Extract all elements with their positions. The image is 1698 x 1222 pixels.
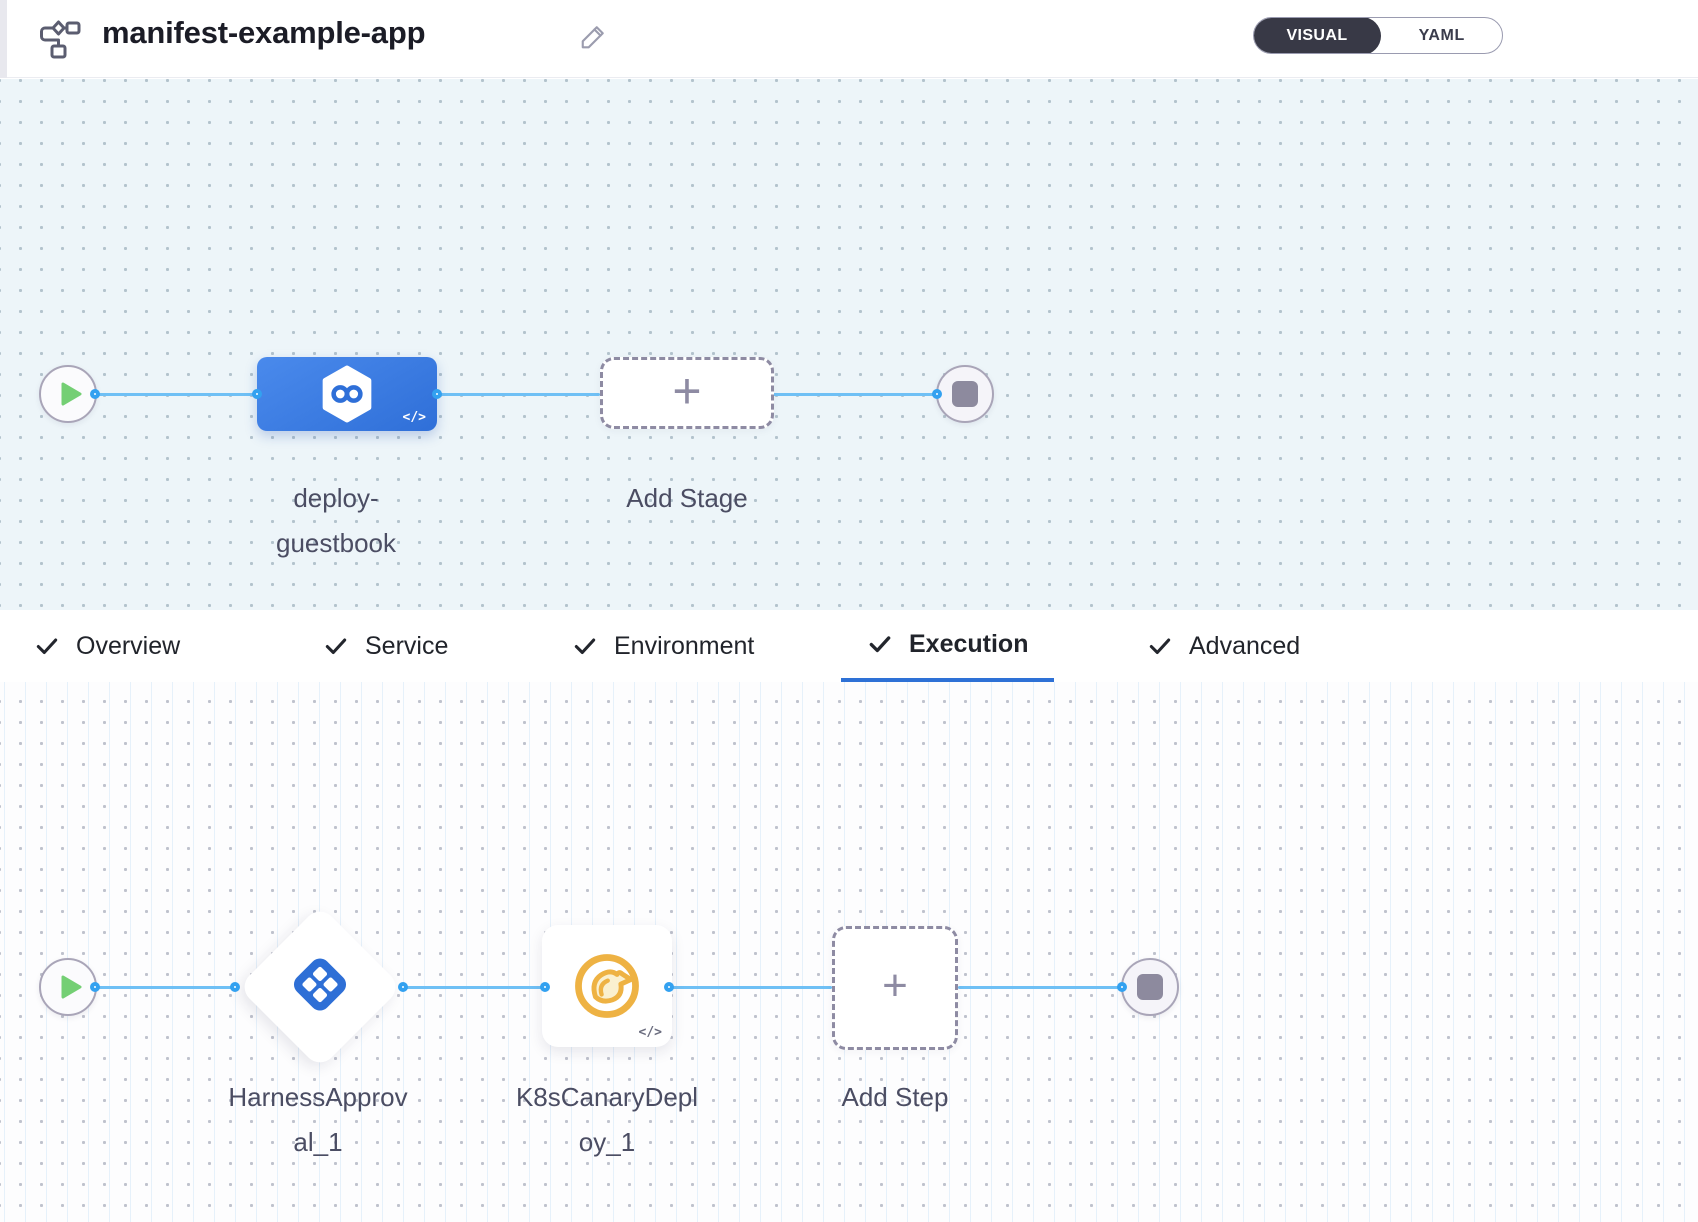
execution-start-node[interactable] [39, 958, 97, 1016]
play-icon [61, 975, 81, 999]
check-icon [1149, 638, 1171, 655]
tab-overview[interactable]: Overview [34, 610, 180, 682]
edge-line [958, 985, 1122, 989]
edge-line [403, 985, 545, 989]
play-icon [61, 382, 81, 406]
connector-port[interactable] [932, 389, 942, 399]
stage-canvas[interactable]: </> + deploy- guestbook Add Stage [0, 79, 1698, 610]
check-icon [36, 638, 58, 655]
connector-port[interactable] [540, 982, 550, 992]
execution-end-node[interactable] [1121, 958, 1179, 1016]
tab-advanced[interactable]: Advanced [1147, 610, 1300, 682]
add-stage-label: Add Stage [626, 483, 748, 513]
edge-line [95, 985, 235, 989]
code-badge: </> [402, 410, 426, 425]
check-icon [574, 638, 596, 655]
pipeline-end-node[interactable] [936, 365, 994, 423]
connector-port[interactable] [230, 982, 240, 992]
visual-yaml-toggle: VISUAL YAML [1253, 17, 1503, 54]
plus-icon: + [882, 961, 908, 1011]
stage-node-deploy-guestbook[interactable]: </> [257, 357, 437, 431]
step-name-label: K8sCanaryDepl oy_1 [515, 1082, 699, 1157]
add-step-button[interactable]: + [832, 926, 958, 1050]
left-panel-edge [0, 0, 7, 78]
check-icon [325, 638, 347, 655]
connector-port[interactable] [90, 982, 100, 992]
connector-port[interactable] [252, 389, 262, 399]
tab-execution[interactable]: Execution [841, 610, 1055, 682]
toggle-yaml-button[interactable]: YAML [1418, 26, 1465, 44]
approval-icon [288, 953, 352, 1022]
toggle-visual-button[interactable]: VISUAL [1254, 18, 1382, 53]
add-stage-button[interactable]: + [600, 357, 774, 429]
harness-cd-hexagon-icon [322, 365, 372, 423]
edge-line [95, 392, 257, 396]
connector-port[interactable] [398, 982, 408, 992]
stop-icon [952, 381, 978, 407]
header: manifest-example-app VISUAL YAML [0, 0, 1698, 78]
execution-canvas[interactable]: </> + HarnessApprov al_1 K8sCanaryDepl o… [0, 682, 1698, 1222]
stage-config-tabbar: Overview Service Environment Execution A… [0, 610, 1698, 682]
stage-name-label: deploy- guestbook [276, 483, 396, 558]
edge-line [437, 392, 600, 396]
step-node-harness-approval[interactable] [237, 904, 403, 1070]
code-badge: </> [638, 1025, 662, 1040]
stop-icon [1137, 974, 1163, 1000]
edge-line [773, 392, 937, 396]
edge-line [669, 985, 832, 989]
page-title: manifest-example-app [102, 15, 426, 50]
tab-service[interactable]: Service [323, 610, 448, 682]
connector-port[interactable] [1117, 982, 1127, 992]
connector-port[interactable] [432, 389, 442, 399]
connector-port[interactable] [90, 389, 100, 399]
step-node-k8s-canary-deploy[interactable]: </> [542, 925, 672, 1047]
pipeline-graph-icon [36, 19, 84, 66]
canary-bird-icon [575, 954, 639, 1018]
check-icon [869, 636, 891, 653]
plus-icon: + [672, 362, 702, 419]
edit-pencil-icon[interactable] [578, 22, 608, 57]
connector-port[interactable] [664, 982, 674, 992]
tab-environment[interactable]: Environment [572, 610, 754, 682]
pipeline-start-node[interactable] [39, 365, 97, 423]
add-step-label: Add Step [841, 1082, 949, 1112]
step-name-label: HarnessApprov al_1 [228, 1082, 408, 1157]
